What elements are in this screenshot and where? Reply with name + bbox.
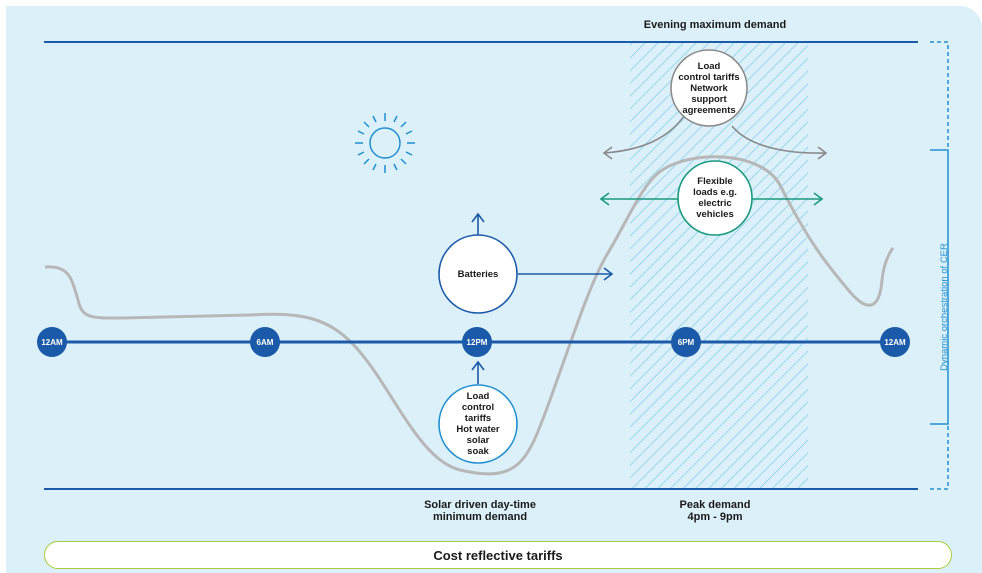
batteries-text: Batteries <box>457 268 499 280</box>
battery-arrows <box>471 212 614 384</box>
cer-bracket <box>930 41 949 490</box>
time-marker-6pm: 6PM <box>671 327 701 357</box>
batteries-circle <box>438 234 518 314</box>
hot-water-text: Load control tariffs Hot water solar soa… <box>456 391 500 457</box>
flexible-loads-circle <box>677 160 753 236</box>
network-support-text: Load control tariffs Network support agr… <box>678 60 740 116</box>
network-support-circle <box>670 49 748 127</box>
cer-orchestration-label: Dynamic orchestration of CER <box>939 243 950 371</box>
evening-max-label: Evening maximum demand <box>643 19 787 31</box>
cost-reflective-tariffs-text: Cost reflective tariffs <box>433 547 563 563</box>
grey-shift-arrows <box>602 109 828 160</box>
solar-min-label: Solar driven day-time minimum demand <box>424 499 536 523</box>
hot-water-circle <box>438 384 518 464</box>
time-marker-6am: 6AM <box>250 327 280 357</box>
peak-demand-label: Peak demand 4pm - 9pm <box>679 499 751 523</box>
sun-icon <box>355 113 415 173</box>
time-marker-12pm: 12PM <box>462 327 492 357</box>
time-marker-12am-end: 12AM <box>880 327 910 357</box>
demand-curve <box>44 155 895 476</box>
cost-reflective-tariffs-bar: Cost reflective tariffs <box>44 541 952 569</box>
teal-shift-arrows <box>599 192 824 206</box>
time-marker-12am-start: 12AM <box>37 327 67 357</box>
flexible-loads-text: Flexible loads e.g. electric vehicles <box>693 176 737 220</box>
